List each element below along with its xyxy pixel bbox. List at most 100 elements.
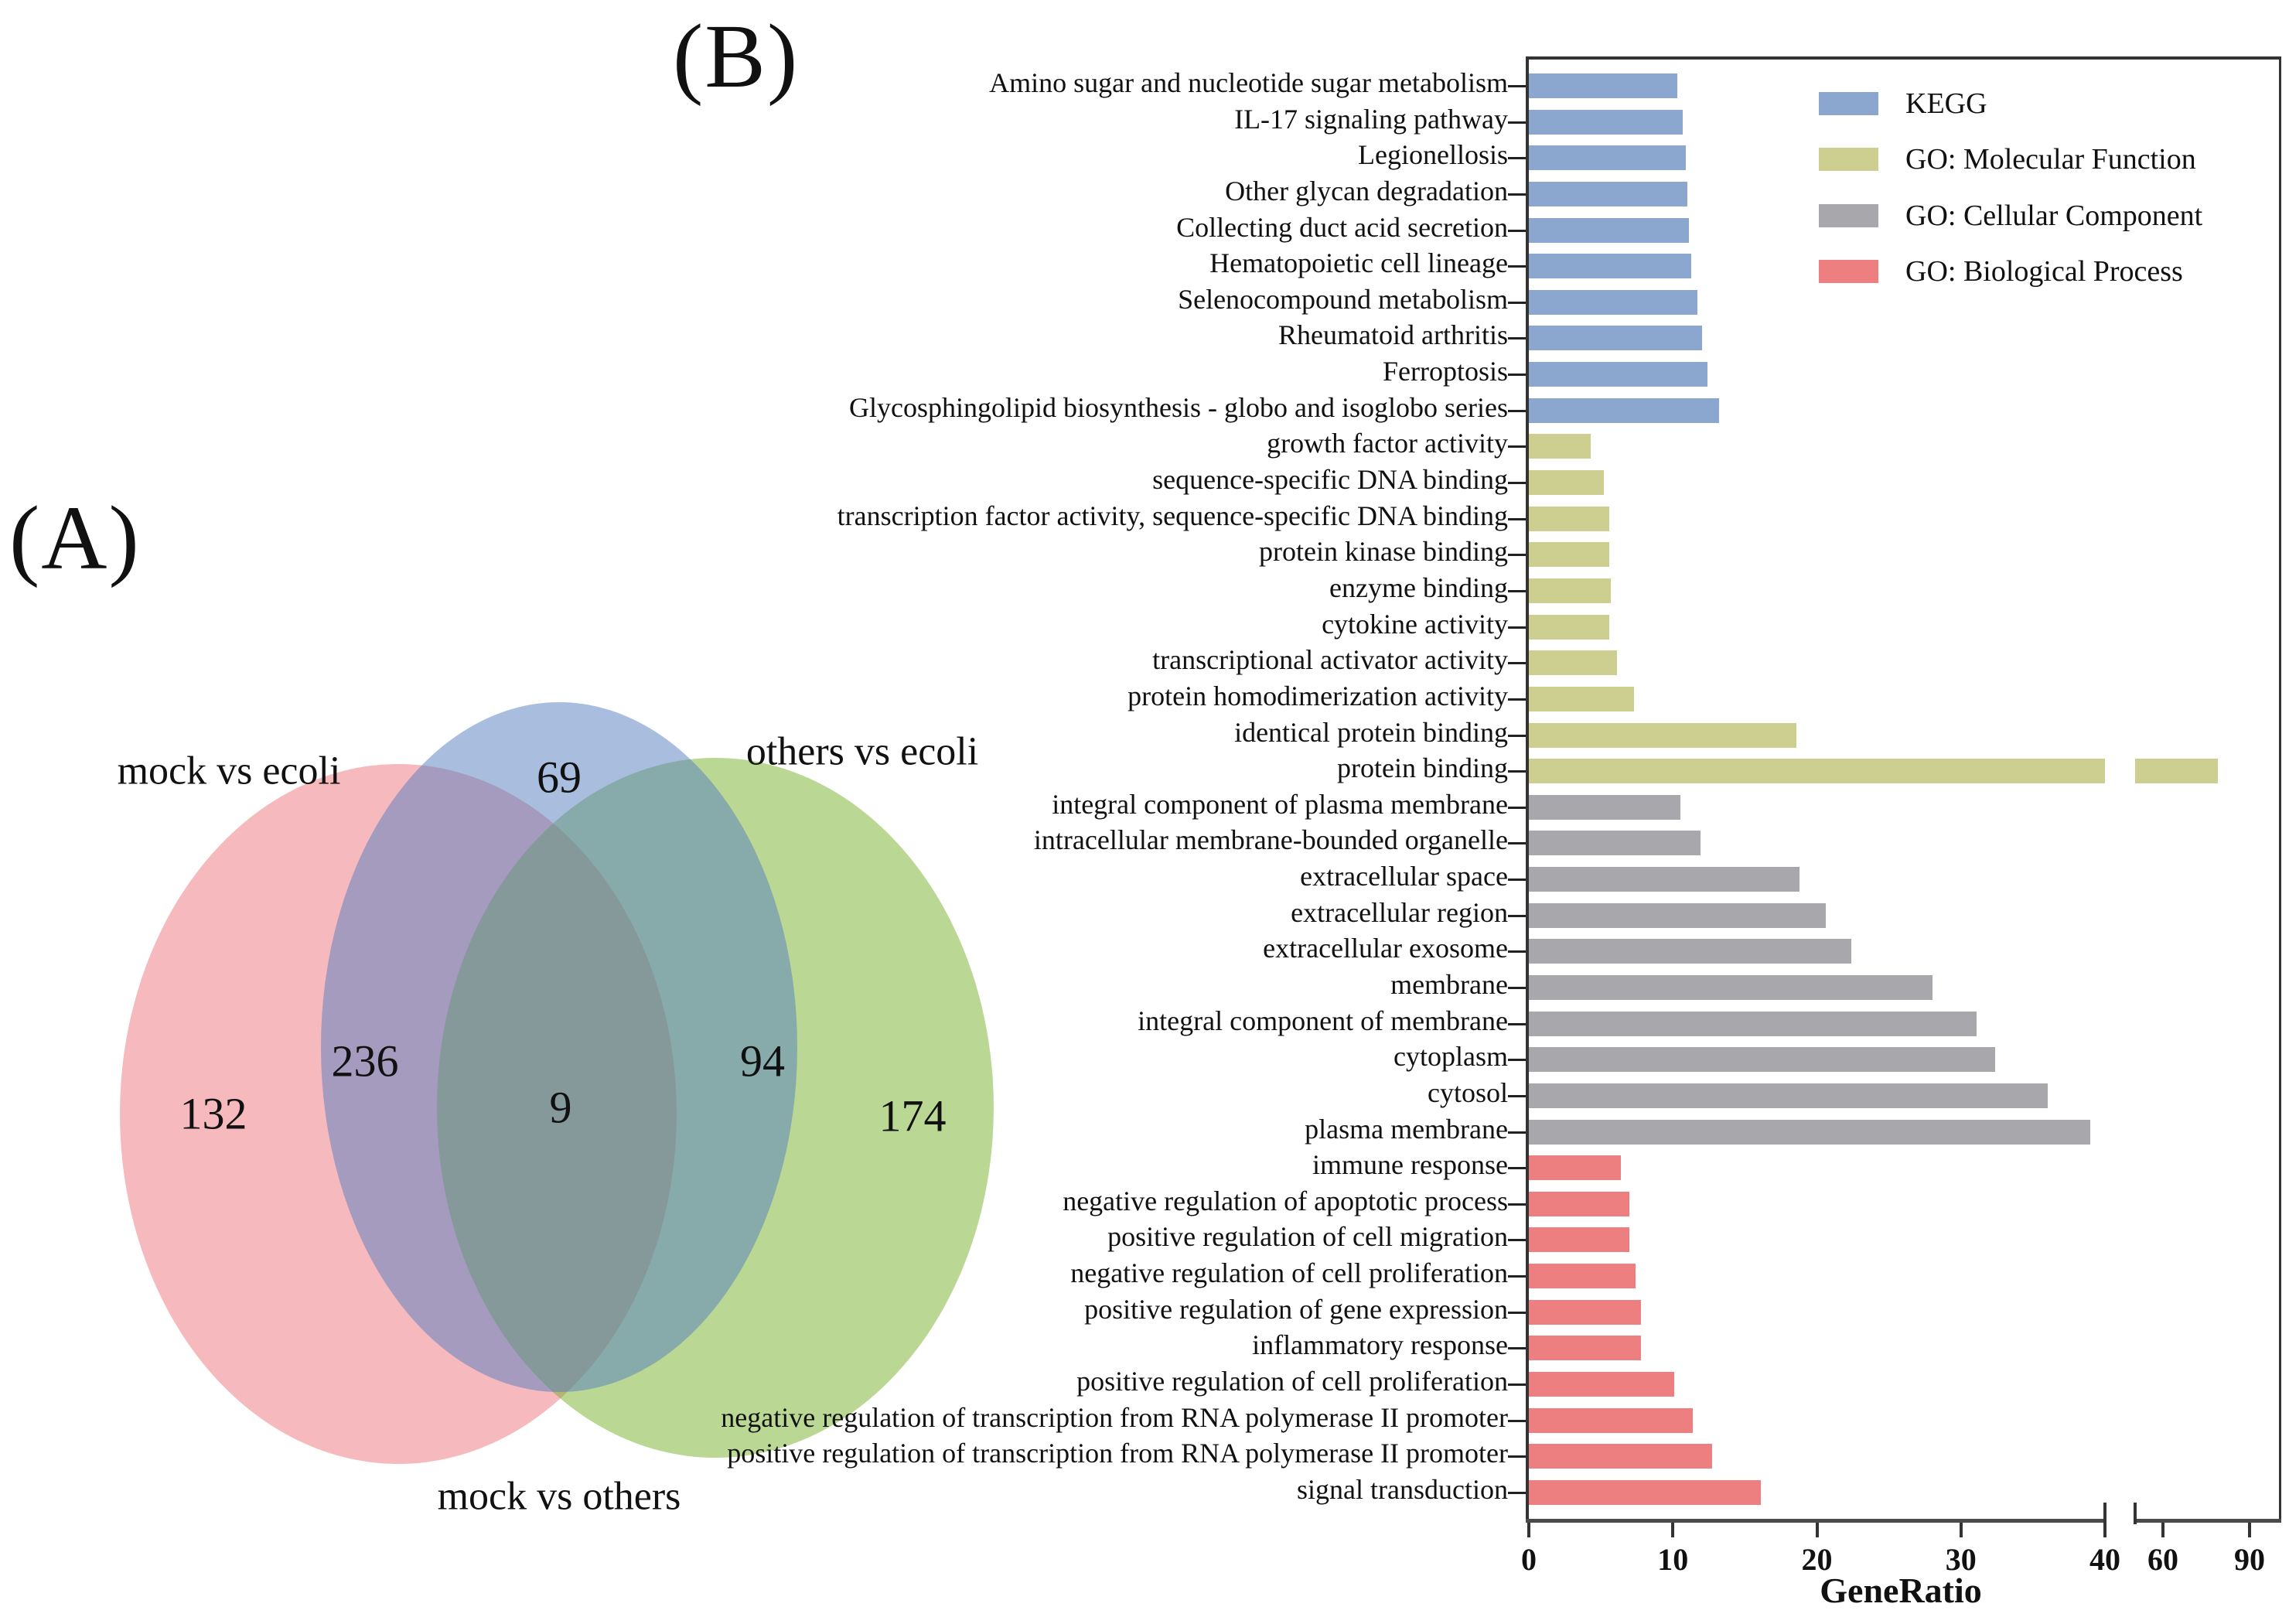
- bar-enzyme-binding: [1529, 578, 1612, 603]
- legend-swatch-go-bp: [1819, 260, 1878, 283]
- category-label: positive regulation of cell migration: [1107, 1221, 1508, 1253]
- category-label: plasma membrane: [1305, 1113, 1508, 1145]
- bar-protein-kinase-binding: [1529, 542, 1610, 568]
- bar-ferroptosis: [1529, 362, 1707, 387]
- bar-identical-protein-binding: [1529, 722, 1797, 748]
- y-tick: [1508, 1491, 1526, 1494]
- y-tick: [1508, 374, 1526, 377]
- category-label: cytokine activity: [1322, 608, 1508, 640]
- bar-rheumatoid-arthritis: [1529, 326, 1702, 351]
- y-tick: [1508, 1383, 1526, 1387]
- legend-label-go-bp: GO: Biological Process: [1905, 255, 2183, 288]
- y-tick: [1508, 1094, 1526, 1097]
- y-tick: [1508, 1239, 1526, 1242]
- bar-intracellular-membrane-bounded-organelle: [1529, 831, 1701, 856]
- category-label: signal transduction: [1297, 1473, 1508, 1505]
- x-tick-label-40: 40: [2089, 1542, 2120, 1577]
- bar-glycosphingolipid-biosynthesis-globo-and-isoglobo-series: [1529, 397, 1719, 423]
- axis-break-mark: [2134, 1503, 2137, 1524]
- category-label: protein kinase binding: [1259, 536, 1508, 568]
- y-tick: [1508, 626, 1526, 629]
- y-tick: [1508, 879, 1526, 882]
- bar-cytoplasm: [1529, 1047, 1996, 1073]
- category-label: inflammatory response: [1252, 1329, 1508, 1361]
- bar-negative-regulation-of-cell-proliferation: [1529, 1264, 1636, 1289]
- bar-growth-factor-activity: [1529, 434, 1591, 459]
- category-label: intracellular membrane-bounded organelle: [1033, 824, 1508, 856]
- panel-b-letter: (B): [673, 5, 800, 107]
- bar-protein-binding: [1529, 759, 2105, 784]
- y-tick: [1508, 698, 1526, 701]
- category-label: extracellular region: [1291, 896, 1508, 928]
- category-label: integral component of plasma membrane: [1052, 788, 1508, 820]
- bar-cytosol: [1529, 1083, 2048, 1108]
- category-label: positive regulation of cell proliferatio…: [1076, 1366, 1508, 1397]
- y-tick: [1508, 806, 1526, 809]
- bar-selenocompound-metabolism: [1529, 289, 1697, 315]
- y-tick: [1508, 1022, 1526, 1025]
- x-axis-title: GeneRatio: [1820, 1571, 1982, 1610]
- bar-immune-response: [1529, 1155, 1622, 1181]
- y-tick: [1508, 589, 1526, 592]
- y-tick: [1508, 1203, 1526, 1206]
- category-label: membrane: [1390, 969, 1508, 1000]
- category-label: integral component of membrane: [1138, 1005, 1508, 1036]
- bar-positive-regulation-of-transcription-from-rna-polymerase-ii-promoter: [1529, 1444, 1712, 1469]
- y-tick: [1508, 157, 1526, 160]
- venn-set-mock-vs-others: [321, 702, 797, 1392]
- category-label: negative regulation of cell proliferatio…: [1070, 1257, 1508, 1289]
- y-tick: [1508, 662, 1526, 665]
- bar-hematopoietic-cell-lineage: [1529, 254, 1692, 279]
- y-tick: [1508, 1131, 1526, 1134]
- x-tick-20: [1815, 1523, 1819, 1537]
- y-tick: [1508, 1167, 1526, 1170]
- category-label: Ferroptosis: [1383, 356, 1508, 387]
- category-label: sequence-specific DNA binding: [1152, 464, 1508, 496]
- y-tick: [1508, 1311, 1526, 1314]
- category-label: identical protein binding: [1234, 716, 1508, 748]
- bar-protein-binding: [2135, 759, 2218, 784]
- y-tick: [1508, 301, 1526, 304]
- category-label: cytosol: [1428, 1076, 1508, 1108]
- x-tick-40: [2103, 1523, 2106, 1537]
- category-label: enzyme binding: [1329, 571, 1508, 603]
- category-label: negative regulation of apoptotic process: [1063, 1185, 1508, 1216]
- bar-positive-regulation-of-gene-expression: [1529, 1299, 1642, 1325]
- y-tick: [1508, 770, 1526, 773]
- category-label: protein homodimerization activity: [1127, 680, 1508, 711]
- bar-collecting-duct-acid-secretion: [1529, 217, 1689, 243]
- y-tick: [1508, 1347, 1526, 1350]
- legend-swatch-kegg: [1819, 92, 1878, 115]
- y-tick: [1508, 85, 1526, 87]
- category-label: Other glycan degradation: [1225, 175, 1508, 206]
- y-tick: [1508, 950, 1526, 954]
- y-tick: [1508, 914, 1526, 917]
- bar-negative-regulation-of-transcription-from-rna-polymerase-ii-promoter: [1529, 1407, 1694, 1433]
- bar-extracellular-space: [1529, 867, 1800, 892]
- chart-legend: KEGG GO: Molecular Function GO: Cellular…: [1529, 60, 2279, 369]
- bar-integral-component-of-plasma-membrane: [1529, 794, 1680, 820]
- bar-il-17-signaling-pathway: [1529, 109, 1683, 135]
- venn-label-others-vs-ecoli: others vs ecoli: [745, 729, 979, 774]
- bar-legionellosis: [1529, 145, 1686, 171]
- bar-cytokine-activity: [1529, 614, 1610, 640]
- venn-count-mock-only: 132: [179, 1088, 247, 1139]
- category-label: transcriptional activator activity: [1152, 644, 1508, 676]
- bar-transcriptional-activator-activity: [1529, 650, 1617, 676]
- bar-other-glycan-degradation: [1529, 181, 1687, 206]
- legend-label-kegg: KEGG: [1905, 87, 1987, 120]
- bar-membrane: [1529, 975, 1933, 1000]
- x-tick-label-60: 60: [2147, 1542, 2178, 1577]
- category-label: growth factor activity: [1267, 428, 1508, 459]
- y-tick: [1508, 229, 1526, 232]
- bar-inflammatory-response: [1529, 1336, 1642, 1361]
- x-tick-10: [1671, 1523, 1675, 1537]
- venn-count-others-only: 174: [878, 1090, 947, 1141]
- bar-amino-sugar-and-nucleotide-sugar-metabolism: [1529, 73, 1677, 98]
- venn-count-all-three: 9: [549, 1082, 572, 1133]
- bar-sequence-specific-dna-binding: [1529, 470, 1604, 496]
- venn-count-mock-and-mockothers: 236: [331, 1035, 399, 1087]
- legend-label-go-cc: GO: Cellular Component: [1905, 200, 2203, 232]
